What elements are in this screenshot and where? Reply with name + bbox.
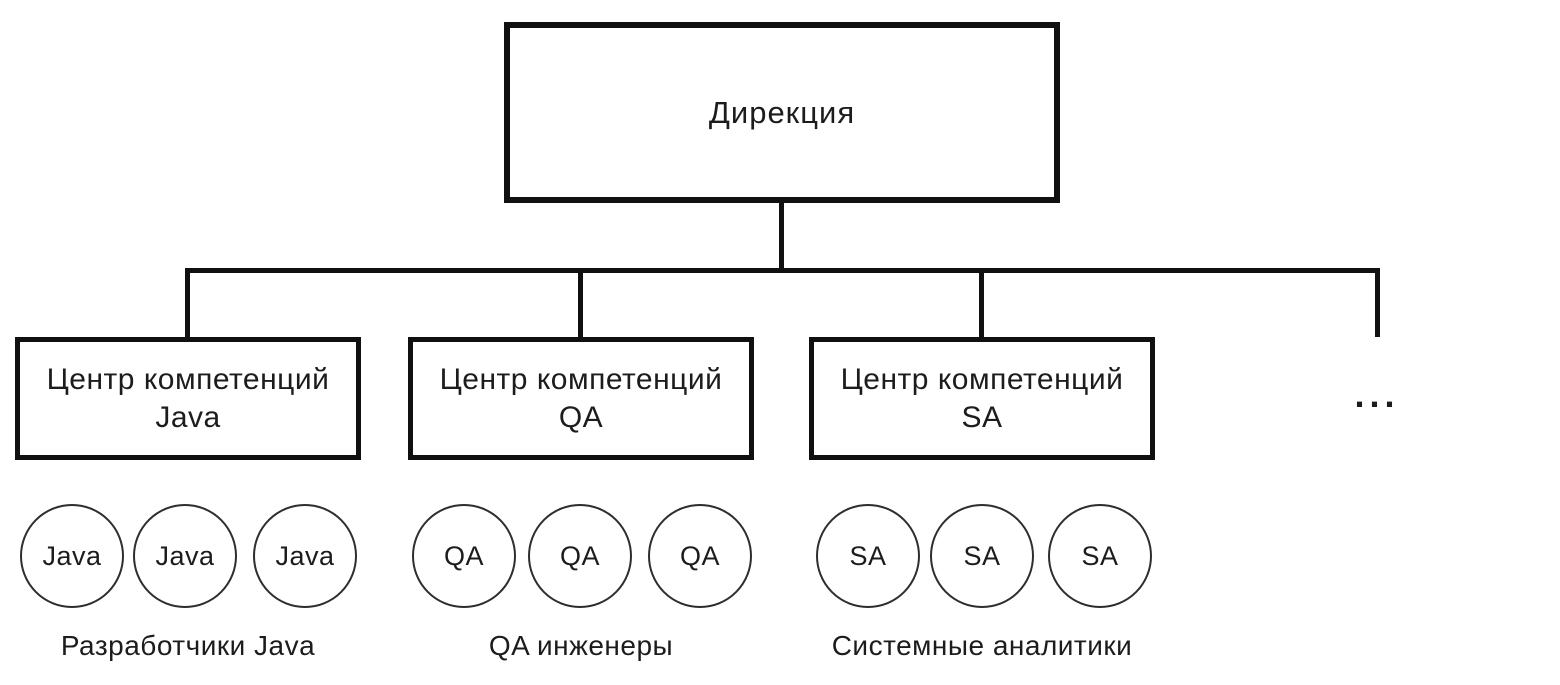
dept-box-sa-line2: SA	[961, 400, 1003, 434]
connector-root-stem	[779, 203, 784, 270]
member-circle-qa-2-label: QA	[559, 540, 600, 571]
member-circle-sa-3-label: SA	[1081, 540, 1119, 571]
connector-drop-qa	[578, 268, 583, 337]
member-circle-qa-3: QA	[648, 504, 752, 608]
member-circle-java-2: Java	[133, 504, 237, 608]
member-circle-sa-1-label: SA	[849, 540, 887, 571]
connector-drop-sa	[979, 268, 984, 337]
more-departments-ellipsis: ...	[1354, 374, 1400, 415]
dept-box-qa-line2: QA	[558, 400, 604, 434]
member-circle-java-1: Java	[20, 504, 124, 608]
member-circle-sa-2-label: SA	[963, 540, 1001, 571]
dept-box-sa-line1: Центр компетенций	[840, 362, 1124, 396]
member-circle-java-3-label: Java	[275, 540, 335, 571]
member-circle-sa-1: SA	[816, 504, 920, 608]
caption-system-analysts: Системные аналитики	[831, 630, 1133, 661]
member-circle-sa-2: SA	[930, 504, 1034, 608]
connector-drop-more	[1375, 268, 1380, 337]
member-circle-qa-1-label: QA	[443, 540, 484, 571]
dept-box-qa: Центр компетенций QA	[408, 337, 754, 460]
member-circle-qa-3-label: QA	[679, 540, 720, 571]
member-circle-java-3: Java	[253, 504, 357, 608]
dept-box-qa-line1: Центр компетенций	[439, 362, 723, 396]
dept-box-java-line2: Java	[155, 400, 221, 434]
dept-box-sa: Центр компетенций SA	[809, 337, 1155, 460]
member-circle-sa-3: SA	[1048, 504, 1152, 608]
connector-horizontal-bus	[185, 268, 1380, 273]
member-circle-java-2-label: Java	[155, 540, 215, 571]
directorate-box: Дирекция	[504, 22, 1060, 203]
caption-java-developers: Разработчики Java	[60, 630, 316, 661]
connector-drop-java	[185, 268, 190, 337]
member-circle-java-1-label: Java	[42, 540, 102, 571]
dept-box-java-line1: Центр компетенций	[46, 362, 330, 396]
member-circle-qa-2: QA	[528, 504, 632, 608]
directorate-label: Дирекция	[708, 94, 856, 130]
member-circle-qa-1: QA	[412, 504, 516, 608]
dept-box-java: Центр компетенций Java	[15, 337, 361, 460]
caption-qa-engineers: QA инженеры	[488, 630, 674, 661]
